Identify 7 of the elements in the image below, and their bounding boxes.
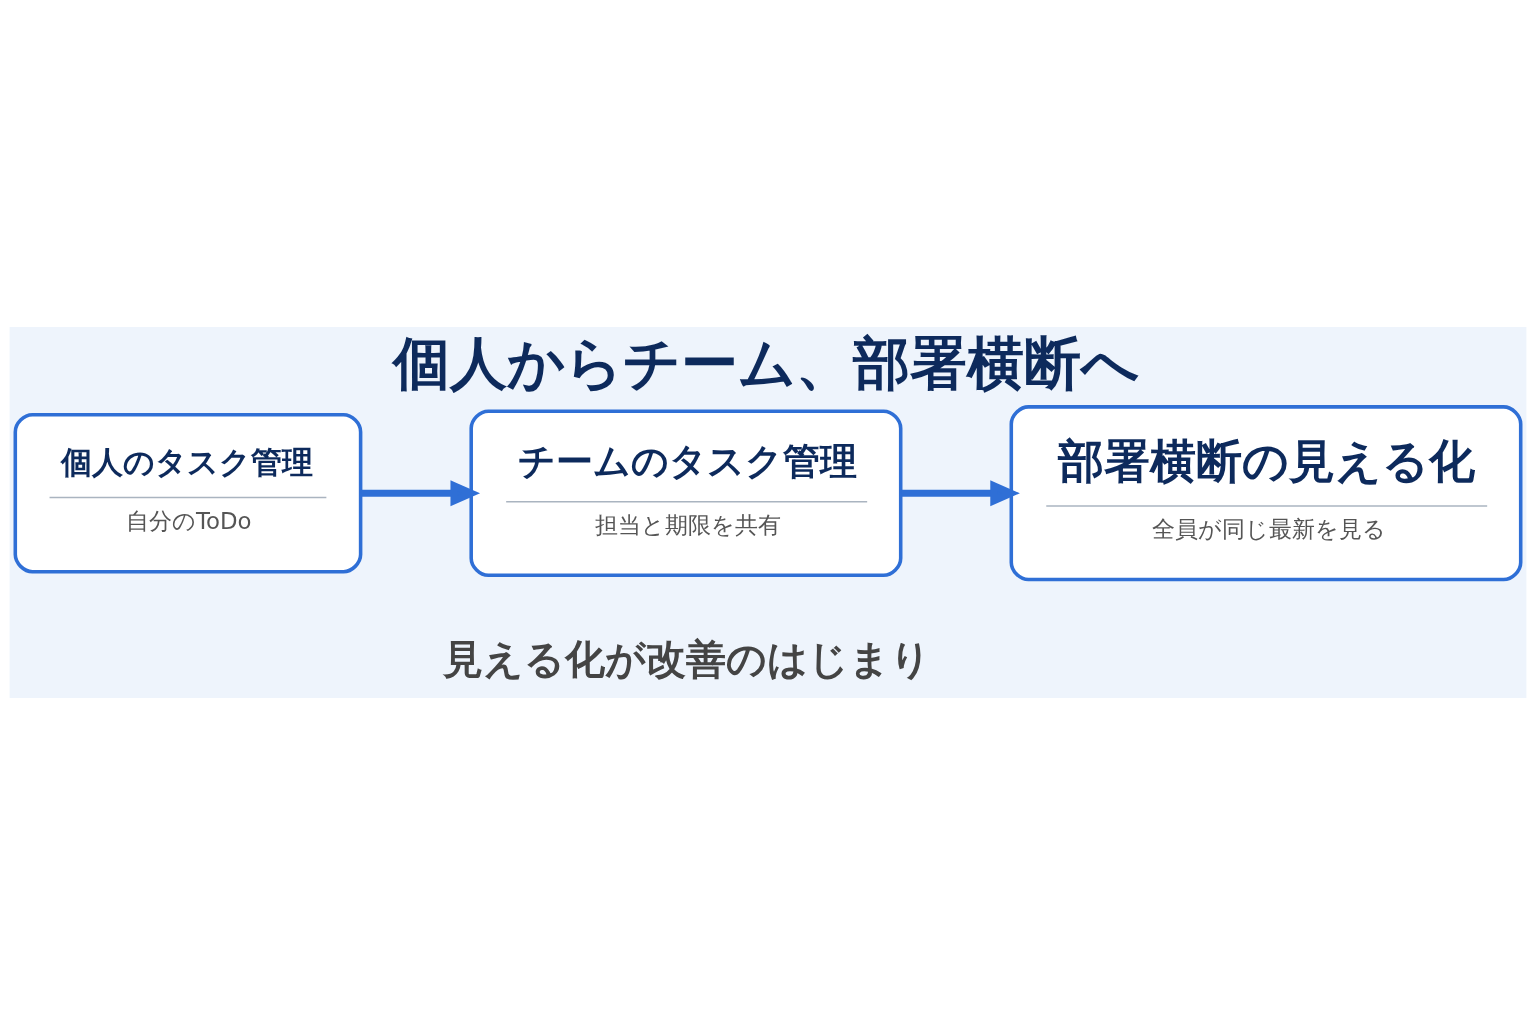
arrow (901, 479, 1020, 506)
diagram-title: 個人からチーム、部署横断へ (393, 329, 1140, 396)
node-box: チームのタスク管理 担当と期限を共有 (469, 408, 903, 577)
node-box: 個人のタスク管理 自分のToDo (13, 412, 363, 573)
node-box: 部署横断の見える化 全員が同じ最新を見る (1009, 404, 1523, 581)
caption: 見える化が改善のはじまり (443, 635, 932, 682)
arrow (361, 479, 481, 506)
